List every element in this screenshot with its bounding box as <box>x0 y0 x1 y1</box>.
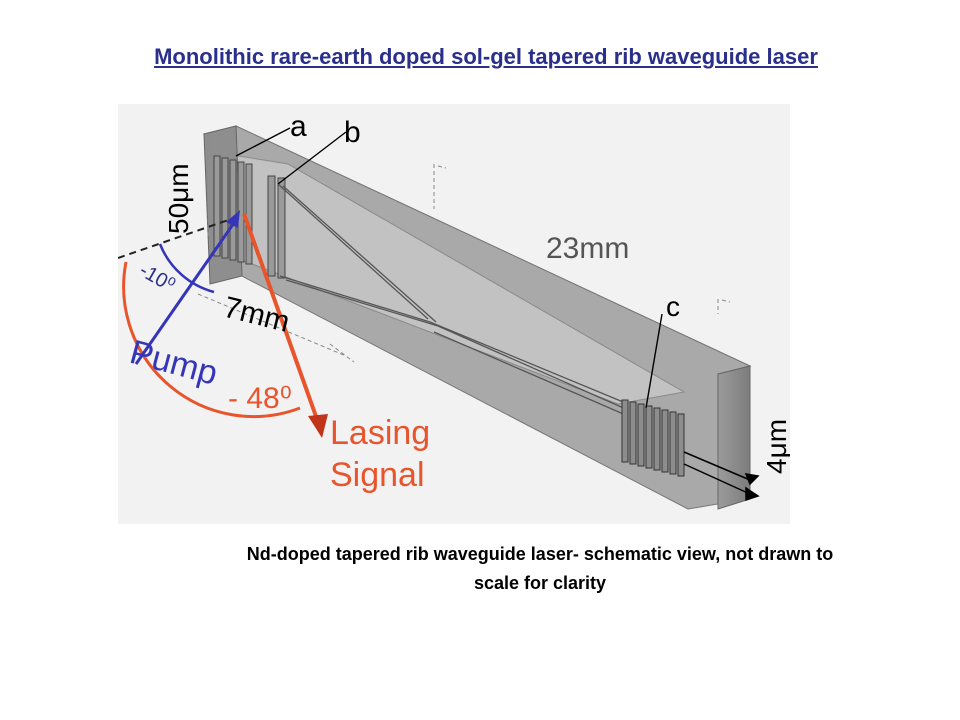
input-rib-array <box>213 155 286 279</box>
figure-caption: Nd-doped tapered rib waveguide laser- sc… <box>140 540 940 598</box>
caption-line-1: Nd-doped tapered rib waveguide laser- sc… <box>246 544 834 564</box>
callout-lines <box>235 127 663 409</box>
label-a: a <box>290 110 307 143</box>
label-angle-48: - 48⁰ <box>228 382 292 415</box>
pump-arrow <box>134 210 240 365</box>
page-title: Monolithic rare-earth doped sol-gel tape… <box>154 44 818 69</box>
label-lasing: Lasing <box>330 414 430 452</box>
label-23mm: 23mm <box>546 232 629 265</box>
dimension-guides <box>197 134 731 363</box>
lasing-signal-arrow <box>242 213 328 438</box>
angle-arc-48 <box>122 261 301 419</box>
angle-arc-10 <box>158 243 215 294</box>
label-50um: 50μm <box>163 163 194 234</box>
reference-axis-line <box>118 215 241 259</box>
label-b: b <box>344 116 361 149</box>
caption-line-2: scale for clarity <box>473 573 607 593</box>
waveguide-schematic: a b c 50μm 23mm 7mm -10⁰ Pump - 48⁰ Lasi… <box>118 104 790 524</box>
label-c: c <box>666 291 680 322</box>
label-signal: Signal <box>330 456 425 494</box>
tapered-rib-channels <box>277 183 629 417</box>
output-width-arrows <box>683 451 760 502</box>
label-4um: 4μm <box>761 419 790 474</box>
output-rib-array <box>621 399 685 477</box>
